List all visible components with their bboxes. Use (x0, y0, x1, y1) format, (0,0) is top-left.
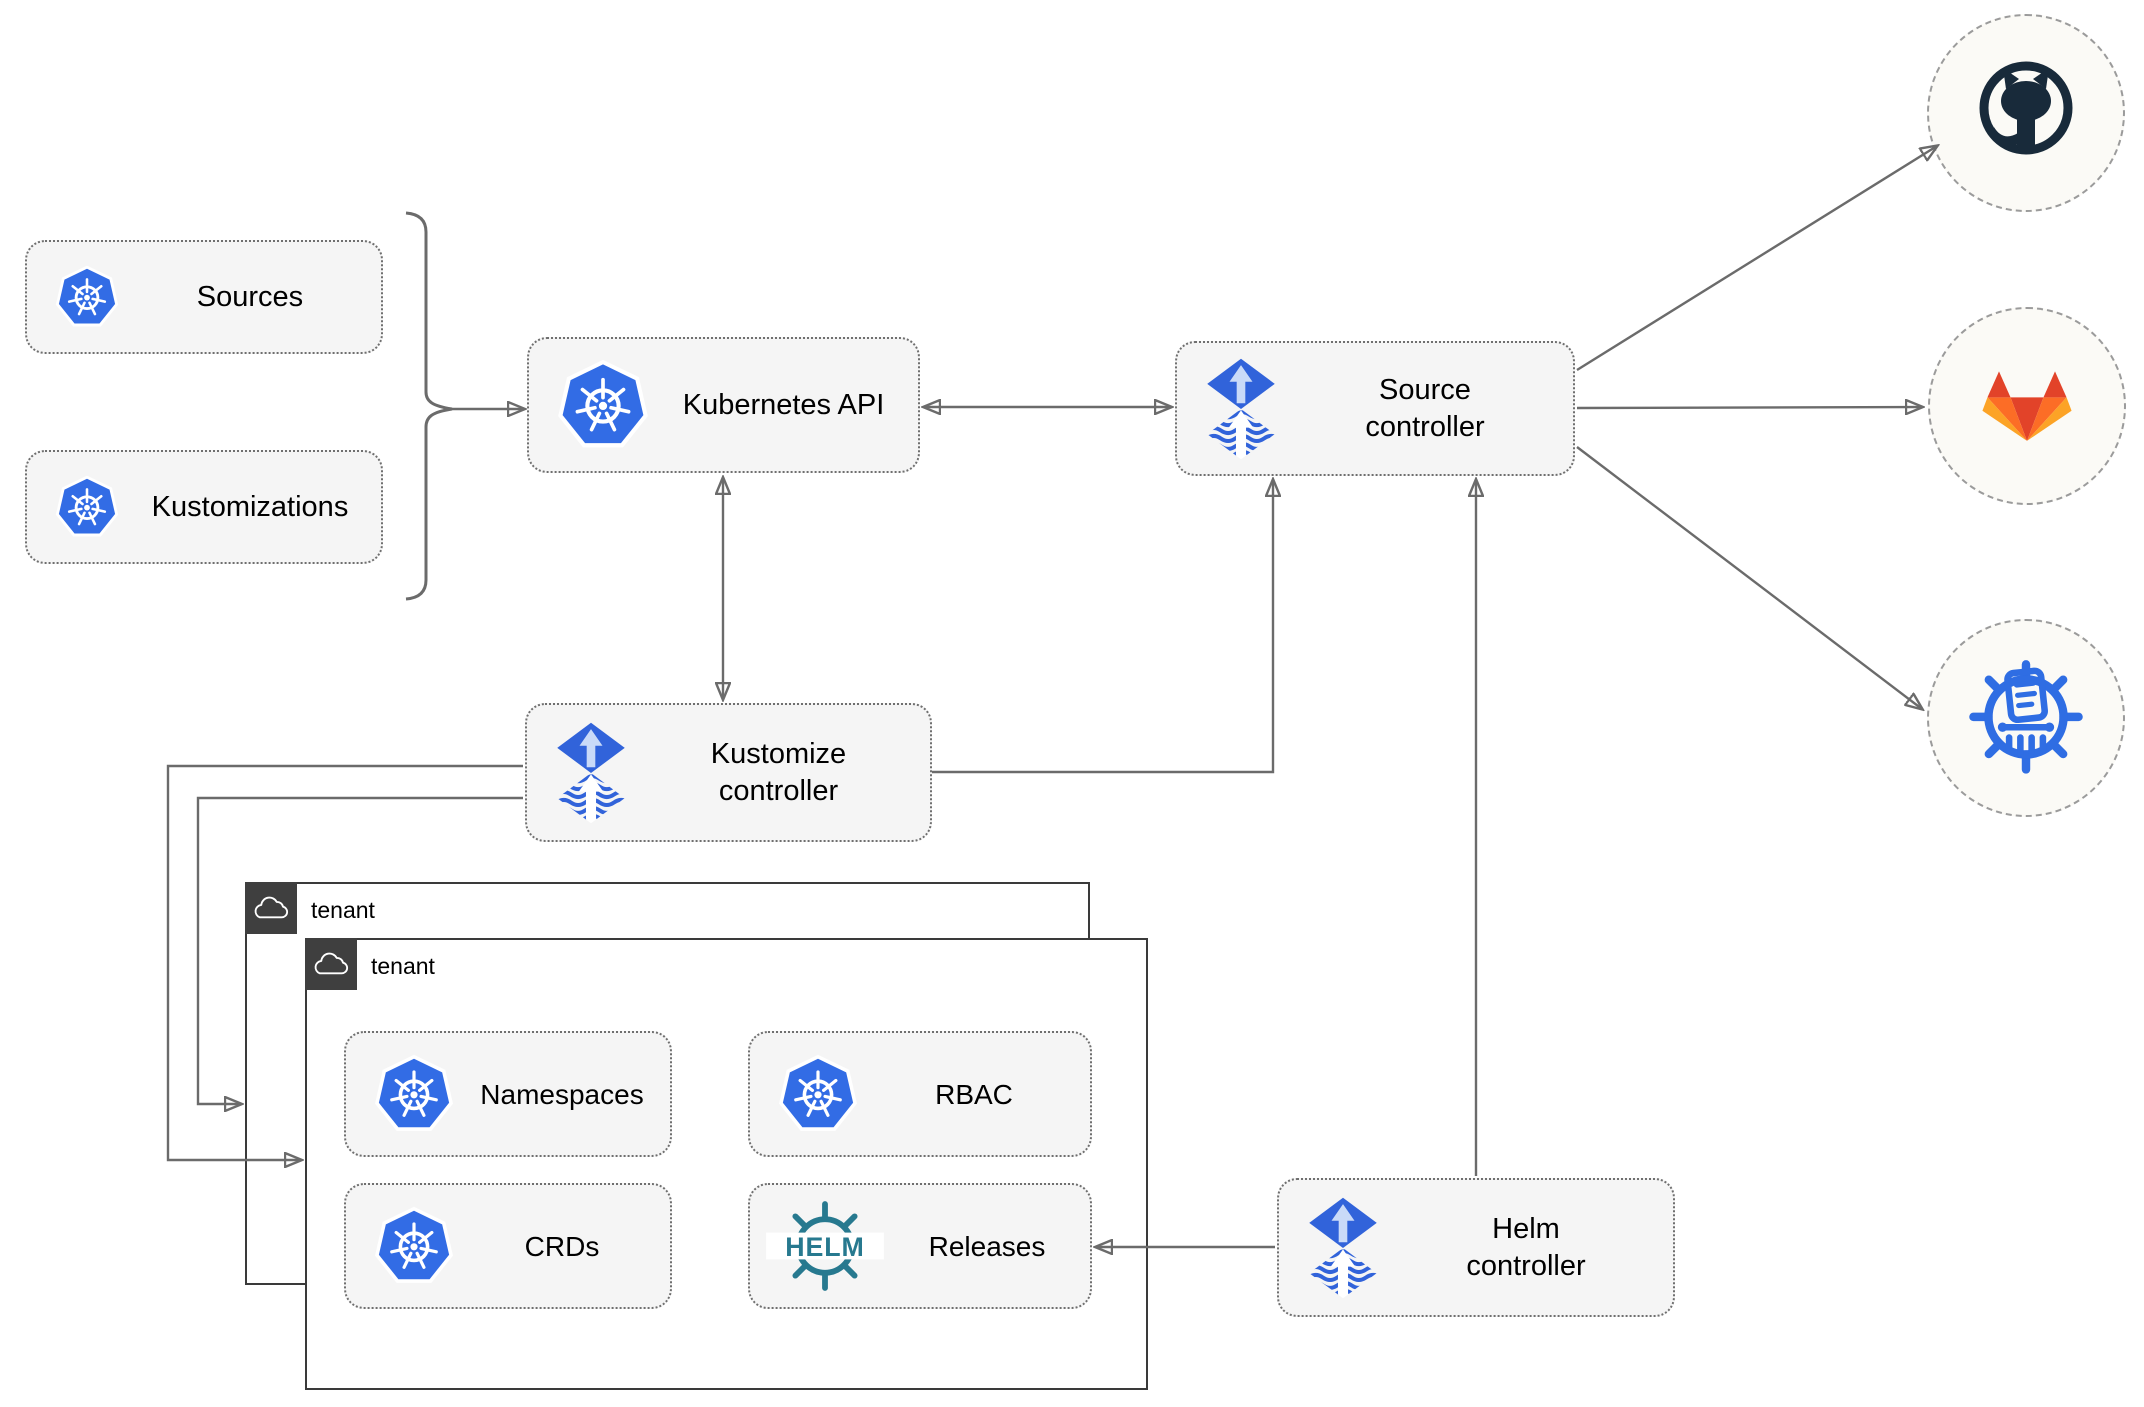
cloud-icon (245, 882, 297, 934)
chartmuseum-source-circle (1927, 619, 2125, 817)
helm-controller-label: Helm controller (1466, 1213, 1586, 1282)
tenant-box-front: tenant (305, 938, 1148, 1390)
kustomizations-label: Kustomizations (151, 490, 349, 523)
gitlab-source-circle (1928, 307, 2126, 505)
flux-icon (1307, 1197, 1379, 1299)
source-controller-node: Source controller (1175, 341, 1575, 476)
kustomize-controller-label: Kustomize controller (710, 738, 847, 807)
gitlab-icon (1971, 348, 2083, 465)
namespaces-label: Namespaces (480, 1078, 644, 1110)
tenant-front-label: tenant (371, 952, 435, 979)
rbac-node: RBAC (748, 1031, 1092, 1157)
arrow-source-to-chartmuseum (1576, 446, 1922, 709)
kubernetes-icon (374, 1206, 454, 1286)
rbac-label: RBAC (935, 1078, 1013, 1110)
flux-icon (1205, 358, 1277, 460)
kubernetes-icon (557, 359, 649, 451)
github-icon (1966, 51, 2086, 176)
arrow-source-to-gitlab (1576, 407, 1922, 408)
namespaces-node: Namespaces (344, 1031, 672, 1157)
kubernetes-api-node: Kubernetes API (527, 337, 920, 473)
chartmuseum-icon (1965, 653, 2087, 783)
kubernetes-icon (778, 1054, 858, 1134)
kustomizations-node: Kustomizations (25, 450, 383, 564)
bracket-sources-group (405, 211, 453, 601)
kubernetes-icon (55, 475, 119, 539)
kubernetes-icon (55, 265, 119, 329)
tenant-back-label: tenant (311, 896, 375, 923)
helm-logo-icon: HELM (766, 1196, 884, 1296)
helm-logo-text: HELM (785, 1232, 864, 1262)
flux-icon (555, 722, 627, 824)
arrow-kustomize-to-source-controller (932, 480, 1273, 774)
kubernetes-api-label: Kubernetes API (682, 388, 885, 421)
arrow-source-to-github (1576, 146, 1937, 372)
releases-node: HELM Releases (748, 1183, 1092, 1309)
cloud-icon (305, 938, 357, 990)
github-source-circle (1927, 14, 2125, 212)
helm-controller-node: Helm controller (1277, 1178, 1675, 1317)
sources-node: Sources (25, 240, 383, 354)
kustomize-controller-node: Kustomize controller (525, 703, 932, 842)
kubernetes-icon (374, 1054, 454, 1134)
crds-node: CRDs (344, 1183, 672, 1309)
sources-label: Sources (196, 280, 304, 313)
source-controller-label: Source controller (1365, 374, 1485, 443)
crds-label: CRDs (524, 1230, 600, 1262)
releases-label: Releases (928, 1230, 1046, 1262)
